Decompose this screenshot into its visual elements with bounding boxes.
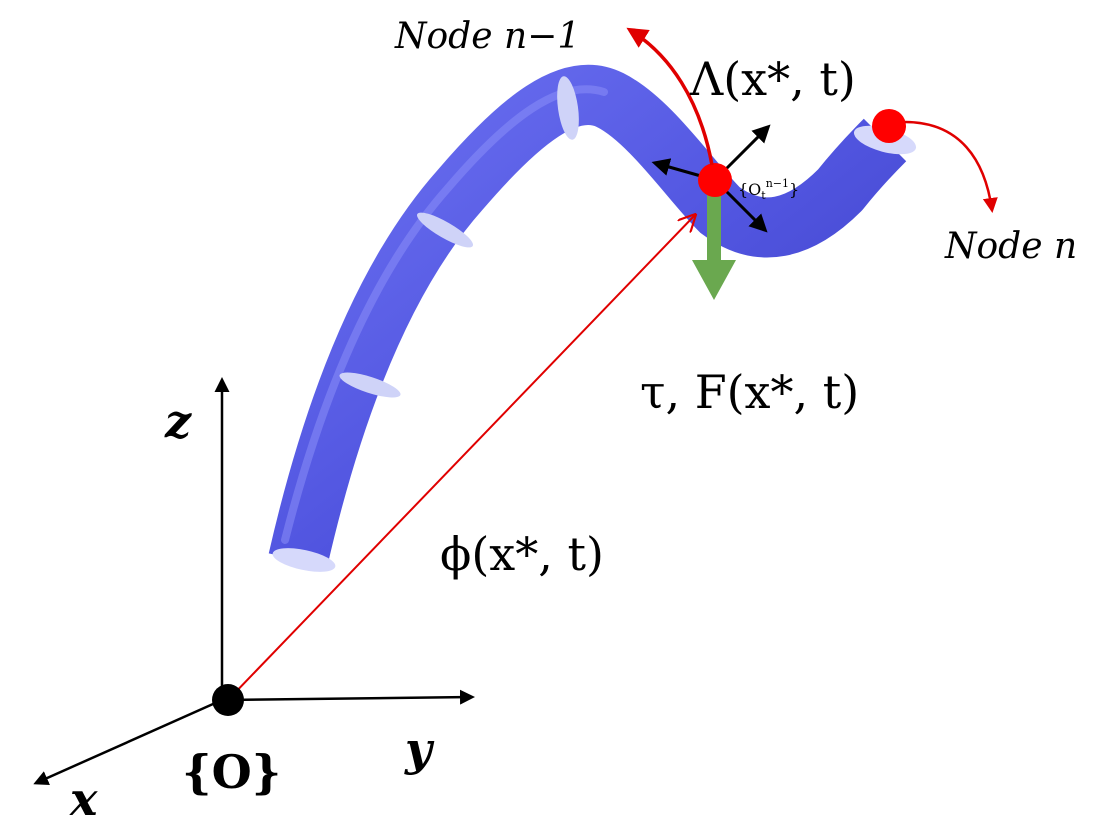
rod-segment-ring [272,548,336,572]
local-frame-label: {Otn−1} [738,177,799,202]
svg-text:{Otn−1}: {Otn−1} [738,177,799,202]
y-axis-label: y [404,722,435,776]
force-arrow-head [692,260,736,300]
rod-segment-ring [417,212,473,248]
force-arrow-shaft [707,195,721,265]
local-frame-label-sup: n−1 [766,177,789,190]
flexible-rod [268,64,917,572]
local-frame-label-open: {O [738,180,761,199]
origin-dot [212,684,244,716]
rod-tube [268,64,907,567]
x-axis [33,698,223,785]
node-next-dot [872,109,906,143]
tau-force-label: τ, F(x*, t) [640,365,859,419]
origin-label: {O} [182,745,281,799]
local-frame-label-close: } [789,180,799,199]
global-axes [33,377,475,785]
node-next-arrow [904,120,998,213]
local-frame-label-sub: t [761,189,766,202]
node-prev-label: Node n−1 [394,16,580,57]
rod-highlight [281,85,608,544]
node-next-label: Node n [944,226,1077,267]
node-prev-dot [698,163,732,197]
rod-segment-ring [557,76,579,140]
node-prev-arrow [626,27,714,166]
local-frame [651,124,771,300]
y-axis [221,689,475,705]
position-vector-phi [227,215,695,701]
phi-label: ϕ(x*, t) [440,527,604,581]
z-axis-label: z [164,394,192,448]
lambda-label: Λ(x*, t) [689,52,856,106]
x-axis-label: x [69,772,98,820]
rod-segment-ring [339,372,401,398]
